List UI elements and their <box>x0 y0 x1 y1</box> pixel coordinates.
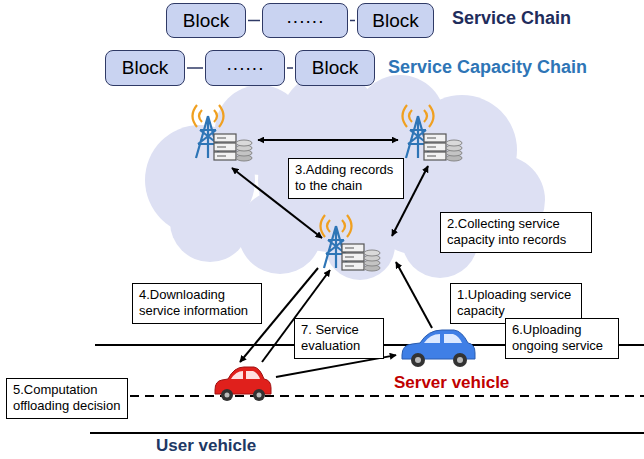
vehicle: Server vehicle <box>398 325 478 370</box>
step-box: 4.Downloading service information <box>132 283 262 324</box>
chain-block: Block <box>166 3 246 38</box>
car-icon <box>212 362 274 404</box>
box-text: 4.Downloading service information <box>139 287 255 320</box>
chain-block: ······ <box>262 3 348 38</box>
box-text: 6.Uploading ongoing service <box>512 322 612 355</box>
box-text: 1.Uploading service capacity <box>457 287 575 320</box>
box-text: Block <box>312 57 358 79</box>
box-text: Block <box>122 57 168 79</box>
chain-link <box>287 67 293 69</box>
step-box: 6.Uploading ongoing service <box>505 318 619 359</box>
chain-block: ······ <box>205 50 285 86</box>
step-box: 3.Adding records to the chain <box>288 158 404 199</box>
box-text: 5.Computation offloading decision <box>13 382 121 415</box>
box-text: Block <box>183 10 229 32</box>
chain-title: Service Capacity Chain <box>388 57 587 78</box>
step-box: 5.Computation offloading decision <box>6 378 128 419</box>
vehicle: User vehicle <box>212 362 274 404</box>
chain-link <box>187 67 203 69</box>
chain-block: Block <box>295 50 375 86</box>
step-box: 7. Service evaluation <box>294 318 384 359</box>
box-text: ······ <box>286 10 324 32</box>
step-box: 2.Collecting service capacity into recor… <box>440 212 592 253</box>
box-text: 2.Collecting service capacity into recor… <box>447 216 585 249</box>
chain-block: Block <box>105 50 185 86</box>
box-text: 3.Adding records to the chain <box>295 162 397 195</box>
vehicle-label: Server vehicle <box>394 373 509 393</box>
chain-link <box>248 20 260 22</box>
chain-title: Service Chain <box>452 8 571 29</box>
chain-link <box>350 20 355 22</box>
box-text: 7. Service evaluation <box>301 322 377 355</box>
box-text: ······ <box>226 57 264 79</box>
chain-block: Block <box>357 3 434 38</box>
car-icon <box>398 325 478 370</box>
box-text: Block <box>372 10 418 32</box>
vehicle-label: User vehicle <box>156 436 256 456</box>
